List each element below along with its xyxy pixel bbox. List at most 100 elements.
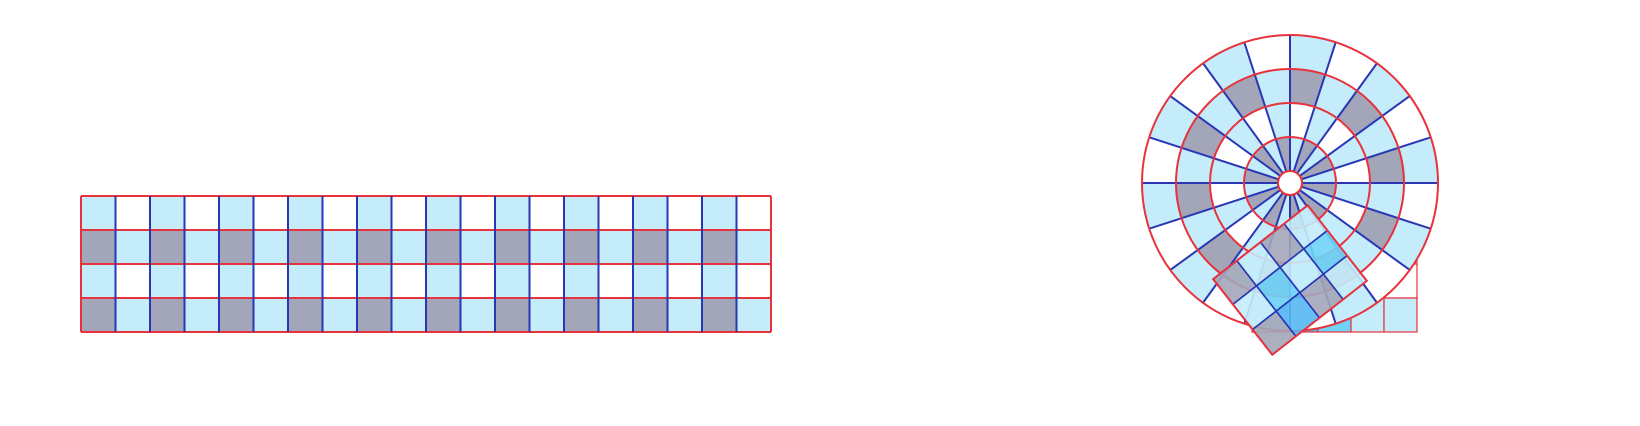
strip-cell	[81, 298, 116, 332]
strip-cell	[150, 264, 185, 298]
spiral-sector	[1275, 194, 1290, 229]
spiral-sector	[1297, 145, 1328, 176]
spiral-sector	[1290, 69, 1326, 107]
spiral-center-hole	[1277, 170, 1303, 196]
strip-cell	[633, 264, 668, 298]
strip-cell	[253, 230, 288, 264]
strip-cell	[115, 298, 150, 332]
strip-cell	[460, 230, 495, 264]
strip-cell	[633, 230, 668, 264]
strip-cell	[357, 196, 392, 230]
background-grid-cell	[1383, 297, 1418, 333]
spiral-sector	[1181, 115, 1226, 159]
strip-cell	[322, 264, 357, 298]
strip-cell	[460, 264, 495, 298]
spiral-sector	[1398, 137, 1438, 183]
spiral-sector	[1333, 158, 1370, 183]
strip-cell	[150, 196, 185, 230]
spiral-sector	[1246, 155, 1281, 180]
tilted-band	[1211, 203, 1369, 357]
spiral-sector	[1354, 207, 1399, 251]
strip-cell	[391, 264, 426, 298]
strip-cell	[426, 230, 461, 264]
strip-cell	[184, 264, 219, 298]
rectangular-strip	[80, 195, 772, 333]
strip-cell	[702, 264, 737, 298]
strip-cell	[184, 196, 219, 230]
spiral-sector	[1366, 147, 1404, 183]
spiral-sector	[1170, 63, 1223, 116]
strip-cell	[529, 298, 564, 332]
strip-cell	[426, 196, 461, 230]
spiral-sector	[1244, 35, 1290, 75]
spiral-sector	[1246, 186, 1281, 211]
spiral-sector	[1290, 103, 1315, 140]
strip-cell	[357, 298, 392, 332]
strip-cell	[633, 298, 668, 332]
strip-cell	[288, 298, 323, 332]
spiral-sector	[1398, 183, 1438, 229]
spiral-sector	[1225, 118, 1263, 156]
spiral-sector	[1252, 190, 1283, 221]
spiral-sector	[1275, 137, 1290, 172]
strip-cell	[495, 298, 530, 332]
strip-cell	[81, 196, 116, 230]
strip-cell	[322, 196, 357, 230]
strip-cell	[391, 230, 426, 264]
strip-cell	[184, 230, 219, 264]
strip-cell	[564, 196, 599, 230]
strip-cell	[391, 298, 426, 332]
spiral-sector	[1176, 147, 1214, 183]
strip-cell	[633, 196, 668, 230]
strip-cell	[529, 264, 564, 298]
strip-cell	[253, 298, 288, 332]
strip-cell	[460, 298, 495, 332]
strip-cell	[288, 230, 323, 264]
spiral-sector	[1297, 190, 1328, 221]
spiral-sector	[1142, 137, 1182, 183]
strip-cell	[736, 264, 771, 298]
strip-cell	[219, 298, 254, 332]
spiral-tiling	[1141, 34, 1439, 357]
strip-cell	[115, 230, 150, 264]
spiral-sector	[1265, 103, 1290, 140]
strip-cell	[702, 230, 737, 264]
spiral-sector	[1262, 139, 1287, 174]
spiral-sector	[1197, 230, 1243, 276]
spiral-sector	[1262, 192, 1287, 227]
strip-cell	[357, 264, 392, 298]
strip-cell	[150, 298, 185, 332]
strip-cell	[667, 298, 702, 332]
spiral-sector	[1290, 35, 1336, 75]
strip-cell	[598, 298, 633, 332]
spiral-sector	[1314, 74, 1358, 119]
spiral-sector	[1222, 74, 1266, 119]
spiral-sector	[1337, 230, 1383, 276]
strip-cell	[219, 196, 254, 230]
strip-cell	[288, 264, 323, 298]
strip-cell	[598, 196, 633, 230]
spiral-sector	[1299, 186, 1334, 211]
strip-cell	[219, 230, 254, 264]
spiral-sector	[1176, 183, 1214, 219]
strip-cell	[426, 298, 461, 332]
spiral-sector	[1317, 118, 1355, 156]
strip-cell	[529, 196, 564, 230]
strip-cell	[322, 230, 357, 264]
strip-cell	[495, 196, 530, 230]
spiral-sector	[1210, 158, 1247, 183]
strip-cell	[322, 298, 357, 332]
spiral-sector	[1337, 90, 1383, 136]
strip-cell	[357, 230, 392, 264]
strip-cell	[667, 264, 702, 298]
strip-cell	[529, 230, 564, 264]
strip-cell	[495, 230, 530, 264]
strip-cell	[495, 264, 530, 298]
spiral-sector	[1244, 168, 1279, 183]
strip-cell	[115, 264, 150, 298]
strip-cell	[150, 230, 185, 264]
spiral-sector	[1317, 210, 1355, 248]
strip-cell	[667, 230, 702, 264]
spiral-sector	[1301, 168, 1336, 183]
